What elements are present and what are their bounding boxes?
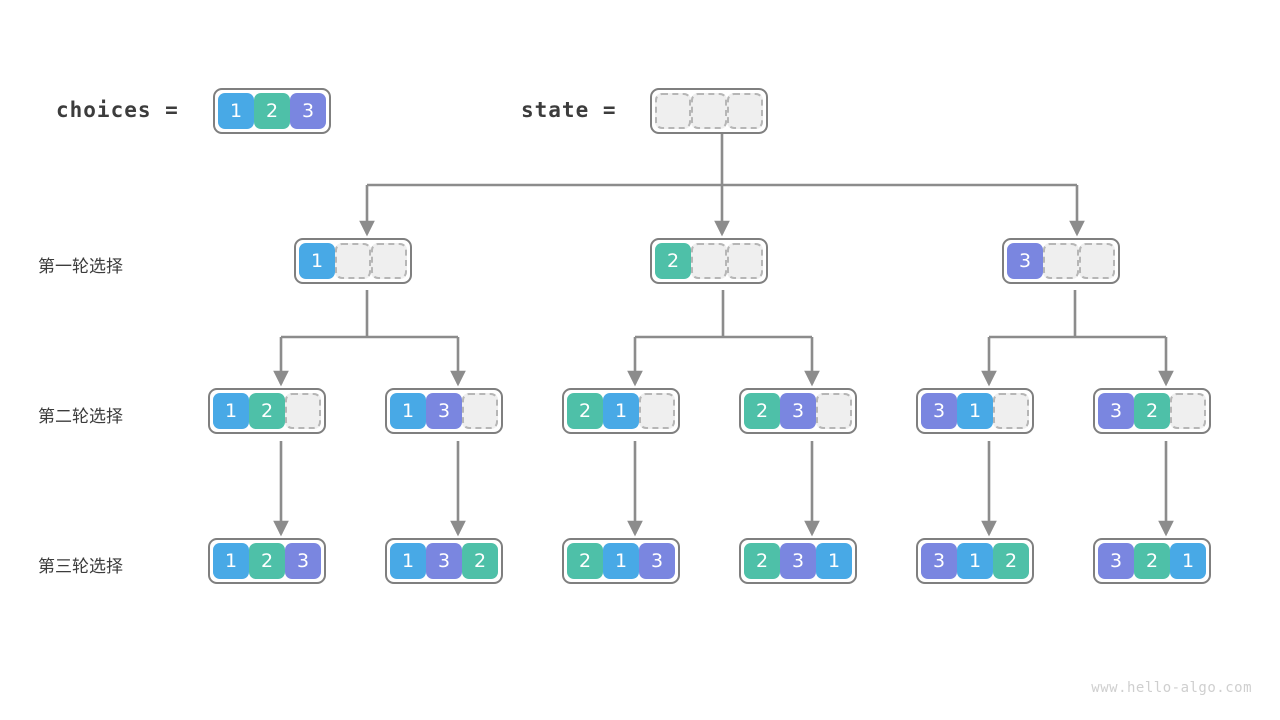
round-2-node-0-cell-0: 1: [213, 393, 249, 429]
choices-label: choices =: [56, 98, 179, 122]
round-2-node-1-cell-1: 3: [426, 393, 462, 429]
round-3-node-5-cell-0: 3: [1098, 543, 1134, 579]
round-1-node-1: 2: [650, 238, 768, 284]
round-2-node-4-cell-1: 1: [957, 393, 993, 429]
round-3-node-4-cell-0: 3: [921, 543, 957, 579]
round-2-node-4-cell-0: 3: [921, 393, 957, 429]
choices-cell-1: 2: [254, 93, 290, 129]
row-label-round-3: 第三轮选择: [38, 557, 123, 577]
state-label: state =: [521, 98, 617, 122]
round-3-node-5-cell-1: 2: [1134, 543, 1170, 579]
round-2-node-3-cell-2: [816, 393, 852, 429]
round-2-node-1-cell-0: 1: [390, 393, 426, 429]
round-1-node-1-cell-1: [691, 243, 727, 279]
round-1-node-0-cell-2: [371, 243, 407, 279]
round-1-node-0: 1: [294, 238, 412, 284]
round-3-node-4-cell-2: 2: [993, 543, 1029, 579]
round-2-node-0-cell-1: 2: [249, 393, 285, 429]
row-label-round-2: 第二轮选择: [38, 407, 123, 427]
round-2-node-5-cell-2: [1170, 393, 1206, 429]
round-1-node-2-cell-1: [1043, 243, 1079, 279]
round-2-node-2-cell-1: 1: [603, 393, 639, 429]
watermark: www.hello-algo.com: [1091, 680, 1252, 696]
round-1-node-0-cell-1: [335, 243, 371, 279]
state-array: [650, 88, 768, 134]
round-3-node-1-cell-2: 2: [462, 543, 498, 579]
state-cell-2: [727, 93, 763, 129]
round-3-node-1-cell-1: 3: [426, 543, 462, 579]
round-1-node-1-cell-2: [727, 243, 763, 279]
round-1-node-2-cell-2: [1079, 243, 1115, 279]
round-2-node-5-cell-0: 3: [1098, 393, 1134, 429]
choices-cell-0: 1: [218, 93, 254, 129]
round-1-node-2-cell-0: 3: [1007, 243, 1043, 279]
row-label-round-1: 第一轮选择: [38, 257, 123, 277]
round-2-node-2-cell-2: [639, 393, 675, 429]
round-3-node-5-cell-2: 1: [1170, 543, 1206, 579]
round-3-node-0-cell-1: 2: [249, 543, 285, 579]
round-1-node-1-cell-0: 2: [655, 243, 691, 279]
state-cell-1: [691, 93, 727, 129]
round-2-node-3-cell-1: 3: [780, 393, 816, 429]
round-2-node-2-cell-0: 2: [567, 393, 603, 429]
round-3-node-1-cell-0: 1: [390, 543, 426, 579]
round-2-node-4-cell-2: [993, 393, 1029, 429]
round-2-node-3-cell-0: 2: [744, 393, 780, 429]
round-3-node-2-cell-0: 2: [567, 543, 603, 579]
round-3-node-3-cell-2: 1: [816, 543, 852, 579]
round-2-node-5-cell-1: 2: [1134, 393, 1170, 429]
round-1-node-2: 3: [1002, 238, 1120, 284]
round-3-node-2-cell-2: 3: [639, 543, 675, 579]
round-3-node-3-cell-0: 2: [744, 543, 780, 579]
round-2-node-1-cell-2: [462, 393, 498, 429]
round-3-node-2-cell-1: 1: [603, 543, 639, 579]
round-3-node-3-cell-1: 3: [780, 543, 816, 579]
round-3-node-4-cell-1: 1: [957, 543, 993, 579]
choices-cell-2: 3: [290, 93, 326, 129]
round-1-node-0-cell-0: 1: [299, 243, 335, 279]
round-3-node-0-cell-0: 1: [213, 543, 249, 579]
round-3-node-0-cell-2: 3: [285, 543, 321, 579]
round-2-node-0-cell-2: [285, 393, 321, 429]
state-cell-0: [655, 93, 691, 129]
